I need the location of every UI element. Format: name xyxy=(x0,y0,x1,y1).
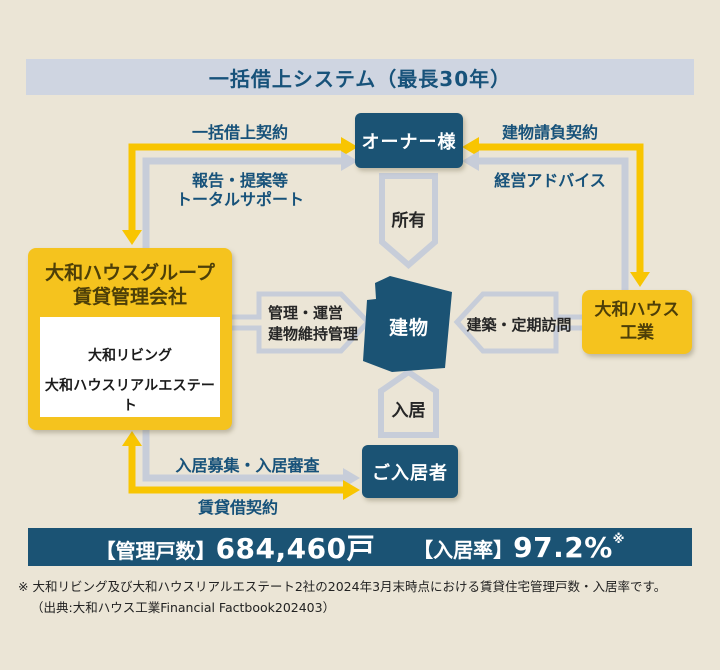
bulk-lease-arrow xyxy=(122,137,358,245)
tenant-label: ご入居者 xyxy=(372,462,448,484)
footnote: ※ 大和リビング及び大和ハウスリアルエステート2社の2024年3月末時点における… xyxy=(18,578,710,617)
lease-contract-arrow xyxy=(122,431,360,500)
owner-node: オーナー様 xyxy=(355,113,463,168)
building-contract-label: 建物請負契約 xyxy=(501,123,598,142)
tenant-node: ご入居者 xyxy=(362,445,458,498)
footnote-line1: ※ 大和リビング及び大和ハウスリアルエステート2社の2024年3月末時点における… xyxy=(18,579,667,594)
building-shape xyxy=(363,276,452,372)
management-company-line2: 賃貸管理会社 xyxy=(72,286,187,308)
managed-units-value: 684,460戸 xyxy=(215,532,376,565)
management-company-title: 大和ハウスグループ 賃貸管理会社 xyxy=(28,261,232,309)
stats-banner: 【管理戸数】684,460戸 【入居率】97.2%※ xyxy=(28,528,692,566)
occupancy-stat: 【入居率】97.2%※ xyxy=(413,531,624,564)
footnote-line2: （出典:大和ハウス工業Financial Factbook202403） xyxy=(31,600,336,615)
subsidiary-daiwa-real-estate: 大和ハウスリアルエステート xyxy=(44,378,216,414)
owner-label: オーナー様 xyxy=(361,131,457,153)
report-support-arrow xyxy=(142,151,358,248)
management-advice-label: 経営アドバイス xyxy=(494,171,606,190)
page-title: 一括借上システム（最長30年） xyxy=(208,66,512,91)
managed-units-stat: 【管理戸数】684,460戸 xyxy=(96,527,376,567)
ownership-arrow xyxy=(379,173,438,269)
occupancy-label: 【入居率】 xyxy=(413,537,514,562)
move-in-label: 入居 xyxy=(391,401,426,421)
bulk-lease-label: 一括借上契約 xyxy=(191,123,288,142)
construction-visits-arrow xyxy=(453,291,582,354)
building-contract-arrow xyxy=(462,137,650,287)
report-support-label: 報告・提案等 トータルサポート xyxy=(175,171,304,209)
lease-contract-label: 賃貸借契約 xyxy=(197,498,278,517)
occupancy-note-mark: ※ xyxy=(612,531,625,546)
kogyo-line2: 工業 xyxy=(620,323,654,343)
occupancy-value: 97.2% xyxy=(513,530,613,564)
move-in-arrow xyxy=(378,368,439,438)
management-company-node: 大和ハウスグループ 賃貸管理会社 大和リビング 大和ハウスリアルエステート xyxy=(28,248,232,430)
tenant-recruiting-label: 入居募集・入居審査 xyxy=(175,456,320,475)
management-advice-arrow xyxy=(462,151,629,290)
daiwa-house-kogyo-node: 大和ハウス 工業 xyxy=(582,290,692,354)
kogyo-line1: 大和ハウス xyxy=(594,300,680,320)
title-banner: 一括借上システム（最長30年） xyxy=(26,59,694,95)
ownership-label: 所有 xyxy=(391,211,426,231)
construction-visits-label: 建築・定期訪問 xyxy=(466,316,572,334)
subsidiary-daiwa-living: 大和リビング xyxy=(88,348,172,364)
management-subsidiaries-panel: 大和リビング 大和ハウスリアルエステート xyxy=(40,317,220,417)
management-operation-label: 管理・運営 建物維持管理 xyxy=(268,304,359,343)
managed-units-label: 【管理戸数】 xyxy=(95,539,216,563)
management-company-line1: 大和ハウスグループ xyxy=(45,262,215,284)
building-label: 建物 xyxy=(388,317,429,339)
